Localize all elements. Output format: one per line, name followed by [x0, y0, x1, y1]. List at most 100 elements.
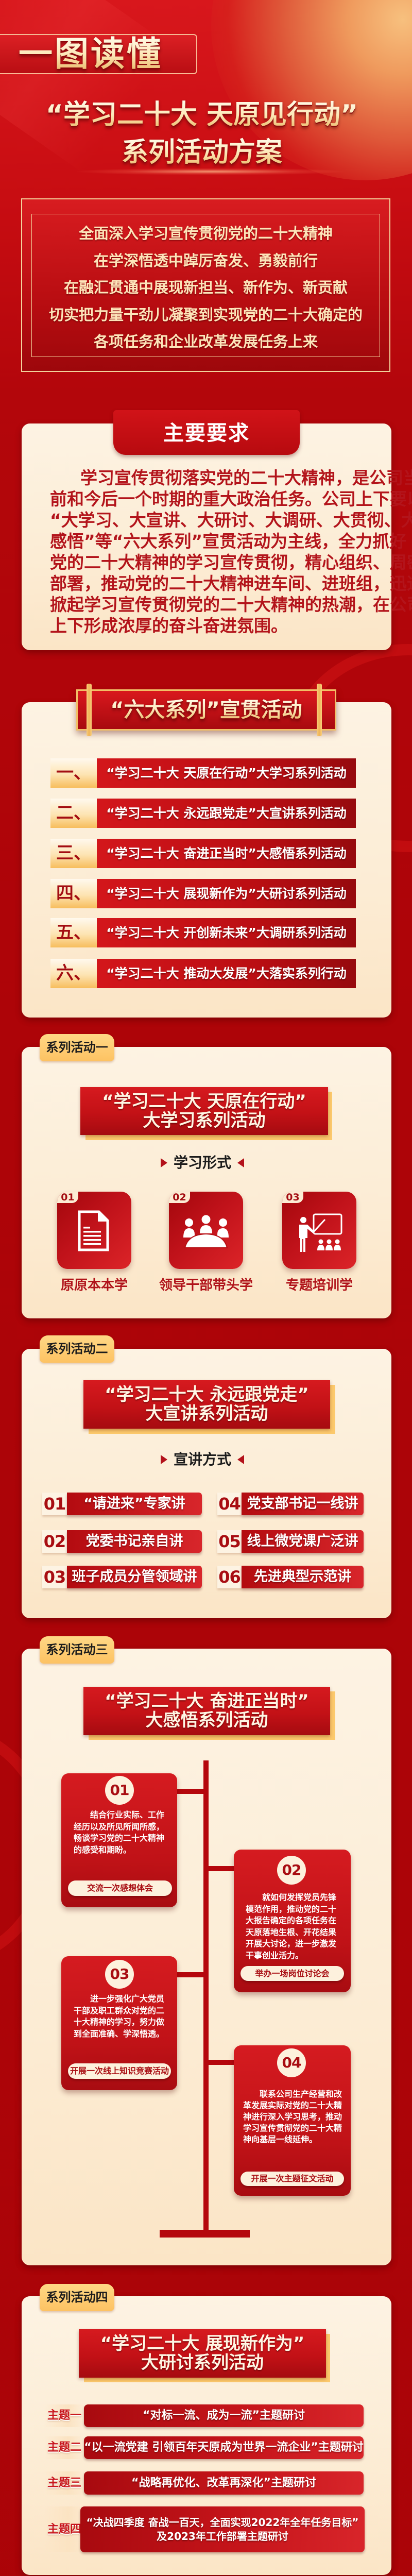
requirements-line: 部署，推动党的二十大精神进车间、进班组，迅速 [50, 573, 412, 594]
intro-line: 各项任务和企业改革发展任务上来 [93, 333, 318, 350]
step-action-pill: 交流一次感想体会 [68, 1880, 172, 1896]
step-action-pill: 开展一次线上知识竞赛活动 [68, 2063, 171, 2079]
page-title-line-2: 系列活动方案 [0, 137, 404, 168]
step-description: 进一步强化广大党员 干部及职工群众对党的二 十大精神的学习，努力做 到全面准确、… [74, 1993, 164, 2040]
triangle-right-icon [160, 1455, 167, 1464]
triangle-left-icon [237, 1455, 244, 1464]
lecture-method-label: “请进来”专家讲 [67, 1493, 202, 1515]
step-line: 进一步强化广大党员 [90, 1994, 165, 2004]
series-item: 六、 “学习二十大 推动大发展”大落实系列行动 [50, 959, 356, 988]
meeting-icon [183, 1215, 229, 1248]
requirements-line: “大学习、大宣讲、大研讨、大调研、大贯彻、大 [50, 510, 412, 530]
lecture-method-label: 线上微党课广泛讲 [242, 1530, 364, 1553]
activity4-banner: “学习二十大 展现新作为” 大研讨系列活动 [79, 2329, 326, 2378]
step-description: 结合行业实际、工作 经历以及所见所闻所感， 畅谈学习党的二十大精神 的感受和期盼… [74, 1809, 164, 1856]
study-form-card: 01 [57, 1192, 131, 1269]
intro-line: 在学深悟透中踔厉奋发、勇毅前行 [93, 251, 318, 269]
step-line: 干事创业活力。 [246, 1950, 304, 1960]
activity1-banner: “学习二十大 天原在行动” 大学习系列活动 [80, 1087, 328, 1135]
study-form-label: 专题培训学 [285, 1278, 353, 1293]
step-number: 01 [105, 1776, 134, 1805]
theme-topic-line: 及2023年工作部署主题研讨 [157, 2530, 288, 2543]
theme-label: 主题四 [44, 2506, 84, 2552]
step-line: 经历以及所见所闻所感， [74, 1821, 165, 1832]
requirements-line: 上下形成浓厚的奋斗奋进氛围。 [50, 616, 288, 636]
lecture-method: 04 党支部书记一线讲 [217, 1493, 364, 1515]
lecture-method: 02 党委书记亲自讲 [42, 1530, 202, 1553]
lecture-method-number: 06 [217, 1566, 242, 1588]
study-form-number: 01 [57, 1192, 78, 1203]
step-line: 革发展实际对党的二十大精 [243, 2100, 342, 2110]
activity2-title-line-1: “学习二十大 永远跟党走” [105, 1384, 309, 1405]
reflection-step: 01 结合行业实际、工作 经历以及所见所闻所感， 畅谈学习党的二十大精神 的感受… [61, 1773, 177, 1907]
lens-glow-decoration [77, 168, 345, 175]
series-item-label: “学习二十大 天原在行动”大学习系列活动 [97, 758, 356, 788]
requirements-line: 学习宣传贯彻落实党的二十大精神，是公司当 [80, 468, 412, 488]
intro-text: 全面深入学习宣传贯彻党的二十大精神 在学深悟透中踔厉奋发、勇毅前行 在融汇贯通中… [31, 220, 380, 355]
activity4-tab: 系列活动四 [40, 2284, 114, 2311]
activity4-title-line-1: “学习二十大 展现新作为” [100, 2333, 305, 2354]
activity1-tab: 系列活动一 [40, 1034, 114, 1061]
lecture-method-number: 02 [42, 1530, 67, 1553]
step-line: 十大精神的学习，努力做 [74, 2017, 165, 2027]
step-line: 联系公司生产经营和改 [260, 2089, 342, 2099]
requirements-card [22, 423, 391, 650]
series-item-number: 四、 [50, 879, 97, 908]
step-line: 神向基层一线延伸。 [243, 2134, 318, 2144]
series-item: 五、 “学习二十大 开创新未来”大调研系列活动 [50, 918, 356, 947]
scroll-rod-left [87, 684, 92, 736]
series-item-number: 一、 [50, 758, 97, 788]
series-item-number: 五、 [50, 918, 97, 947]
step-description: 就如何发挥党员先锋 模范作用，推动党的二十 大报告确定的各项任务在 天原落地生根… [246, 1892, 336, 1961]
series-item-number: 三、 [50, 839, 97, 868]
theme-label: 主题三 [44, 2471, 84, 2495]
theme-topic-line: “决战四季度 奋战一百天，全面实现2022年全年任务目标” [86, 2516, 359, 2529]
study-forms-label: 学习形式 [173, 1154, 231, 1171]
timeline-axis [203, 1760, 209, 2230]
intro-line: 切实把力量干劲儿凝聚到实现党的二十大确定的 [48, 306, 363, 324]
study-forms-heading: 学习形式 [0, 1154, 405, 1172]
step-line: 天原落地生根、开花结果 [246, 1927, 337, 1937]
requirements-line: 前和今后一个时期的重大政治任务。公司上下要以 [50, 489, 412, 509]
lecture-method-number: 05 [217, 1530, 242, 1553]
theme-topic: “对标一流、成为一流”主题研讨 [84, 2404, 364, 2427]
step-description: 联系公司生产经营和改 革发展实际对党的二十大精 神进行深入学习思考，推动 学习宣… [243, 2089, 342, 2145]
scroll-rod-right [317, 684, 322, 736]
study-form-label: 领导干部带头学 [159, 1278, 253, 1293]
reflection-step: 04 联系公司生产经营和改 革发展实际对党的二十大精 神进行深入学习思考，推动 … [234, 2045, 351, 2196]
activity4-title-line-2: 大研讨系列活动 [141, 2352, 264, 2373]
study-form-number: 03 [282, 1192, 303, 1203]
lecture-method-number: 03 [42, 1566, 67, 1588]
lecture-method-number: 01 [42, 1493, 67, 1515]
document-icon [78, 1210, 109, 1251]
step-line: 就如何发挥党员先锋 [262, 1892, 337, 1902]
series-item-label: “学习二十大 推动大发展”大落实系列行动 [97, 959, 356, 988]
activity3-banner: “学习二十大 奋进正当时” 大感悟系列活动 [83, 1687, 330, 1735]
theme-topic: “决战四季度 奋战一百天，全面实现2022年全年任务目标” 及2023年工作部署… [80, 2506, 365, 2552]
step-line: 结合行业实际、工作 [90, 1810, 165, 1820]
timeline-connector [177, 1972, 203, 1977]
step-line: 大报告确定的各项任务在 [246, 1916, 337, 1925]
step-line: 模范作用，推动党的二十 [246, 1904, 337, 1914]
theme-topic: “以一流党建 引领百年天原成为世界一流企业”主题研讨 [84, 2436, 364, 2459]
step-number: 02 [277, 1856, 306, 1885]
six-series-title: “六大系列”宣贯活动 [110, 698, 302, 722]
theme-label: 主题一 [44, 2404, 84, 2427]
series-item-label: “学习二十大 奋进正当时”大感悟系列活动 [97, 839, 356, 868]
step-line: 开展大讨论，进一步激发 [246, 1939, 337, 1948]
six-series-banner: “六大系列”宣贯活动 [76, 689, 336, 731]
step-line: 干部及职工群众对党的二 [74, 2005, 165, 2015]
activity1-title-line-1: “学习二十大 天原在行动” [102, 1091, 306, 1112]
timeline-connector [177, 1789, 203, 1794]
step-line: 神进行深入学习思考，推动 [243, 2112, 342, 2122]
reflection-step: 03 进一步强化广大党员 干部及职工群众对党的二 十大精神的学习，努力做 到全面… [61, 1956, 177, 2090]
triangle-left-icon [237, 1158, 244, 1167]
lecture-method: 03 班子成员分管领域讲 [42, 1566, 202, 1588]
training-icon [299, 1213, 342, 1252]
activity2-tab: 系列活动二 [40, 1335, 114, 1363]
step-line: 到全面准确、学深悟透。 [74, 2028, 165, 2039]
lecture-method-label: 先进典型示范讲 [242, 1566, 364, 1588]
study-form-card: 02 [169, 1192, 243, 1269]
study-form-number: 02 [169, 1192, 190, 1203]
step-line: 学习宣传贯彻党的二十大精 [243, 2123, 342, 2133]
